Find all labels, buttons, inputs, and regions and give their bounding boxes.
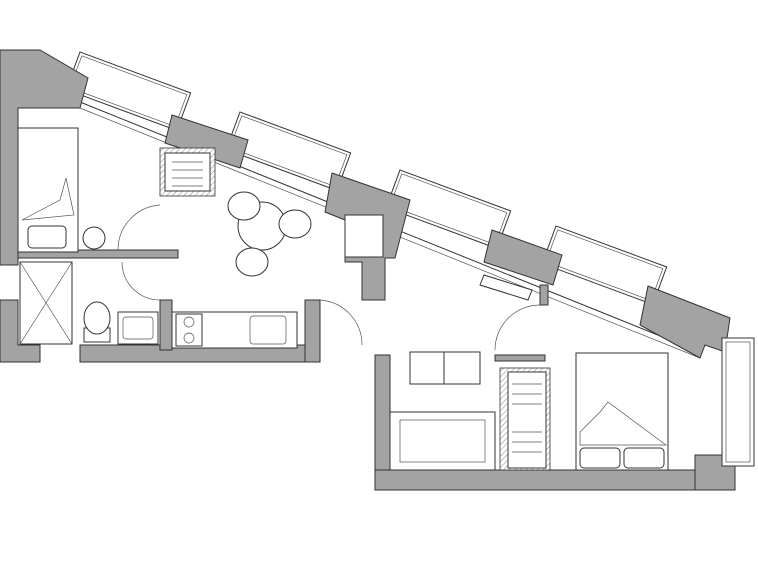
skylights <box>65 51 668 306</box>
skylight <box>225 111 352 192</box>
chair <box>278 209 312 239</box>
door-swing <box>121 261 161 301</box>
doors <box>117 204 541 351</box>
cabinet <box>344 214 384 258</box>
door-swing <box>319 299 363 346</box>
balcony <box>721 337 755 467</box>
wall-lower-right-left <box>374 354 391 473</box>
side-table <box>82 226 106 250</box>
partition-bedroom-2 <box>539 284 549 306</box>
partition-kitchen <box>159 299 173 351</box>
toilet <box>83 301 111 343</box>
armchair <box>409 351 481 385</box>
door-swing <box>117 204 161 251</box>
door-swing <box>494 304 541 351</box>
skylight <box>385 169 512 250</box>
bed-right <box>575 352 669 471</box>
wall-left-lower <box>0 299 41 363</box>
desk <box>479 274 533 301</box>
sofa <box>389 411 496 471</box>
wall-middle <box>304 299 321 363</box>
wall-top-left <box>0 49 89 266</box>
partition-bedroom <box>494 354 546 362</box>
partition-bath <box>17 249 179 259</box>
pillar-3 <box>483 229 563 286</box>
wall-lower-right-bottom <box>374 469 736 491</box>
chair <box>235 247 269 277</box>
wardrobe-right <box>499 367 551 471</box>
kitchen-counter <box>171 311 298 349</box>
pillar-4 <box>639 285 731 359</box>
bed-left <box>17 127 79 253</box>
shower <box>19 261 73 345</box>
skylight <box>541 225 668 306</box>
chair <box>227 191 261 221</box>
pillar-1 <box>164 114 249 169</box>
bathroom-sink <box>117 311 159 345</box>
dining-table <box>227 191 312 277</box>
wardrobe-top <box>159 147 216 197</box>
